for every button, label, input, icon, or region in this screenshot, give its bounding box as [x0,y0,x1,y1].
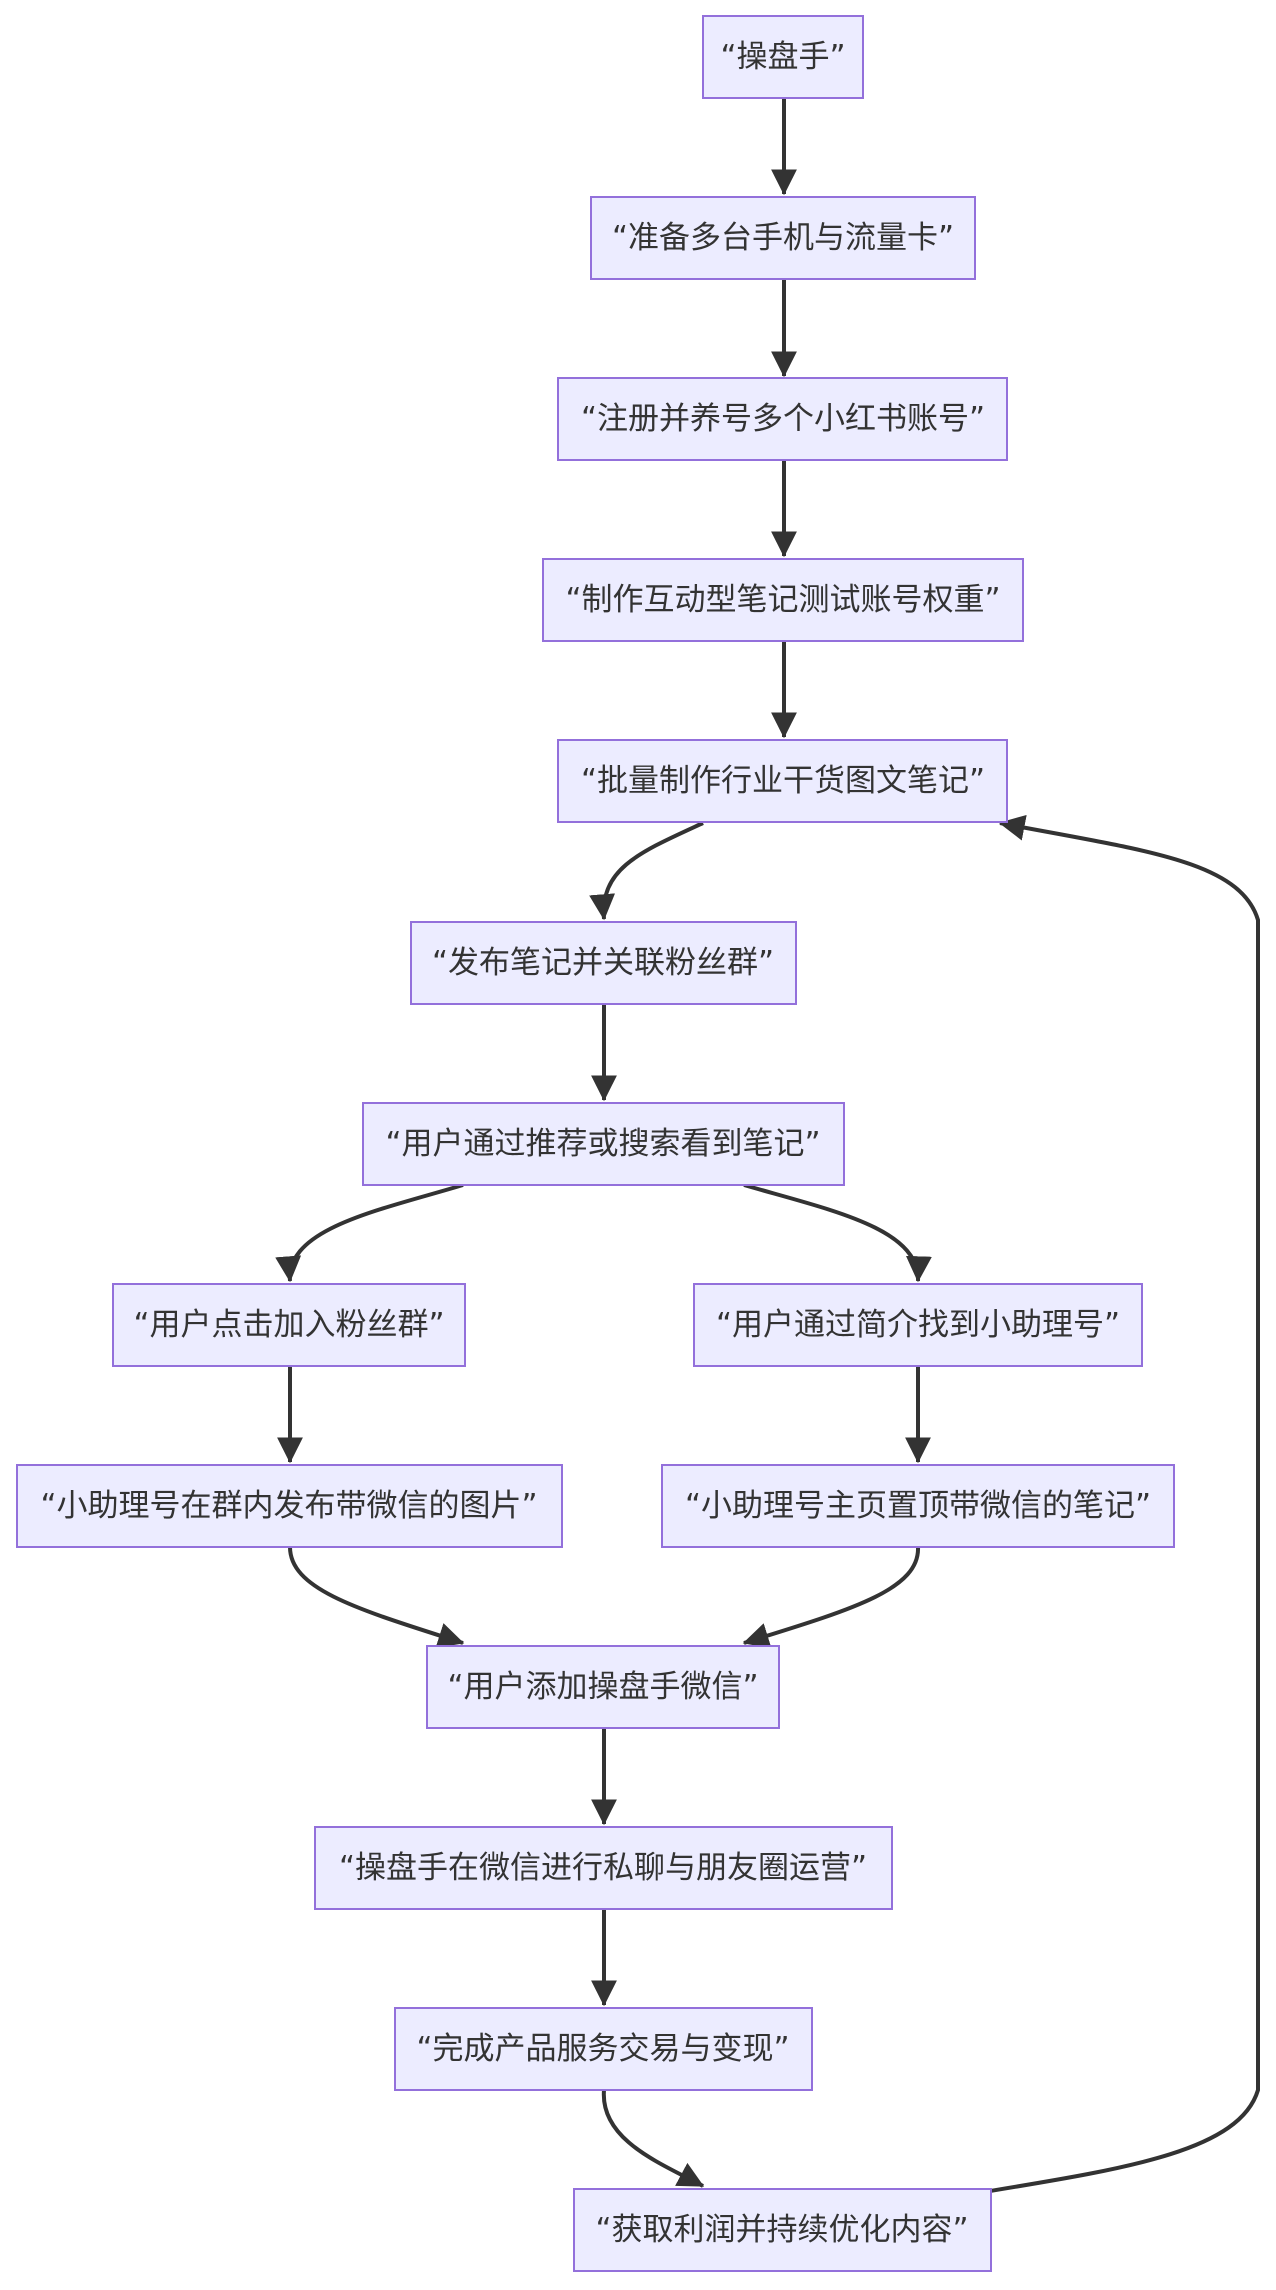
node-label: “小助理号在群内发布带微信的图片” [40,1488,537,1524]
node-n11: “小助理号主页置顶带微信的笔记” [661,1464,1175,1548]
node-label: “制作互动型笔记测试账号权重” [565,582,1000,618]
node-n15: “获取利润并持续优化内容” [573,2188,992,2272]
node-n4: “制作互动型笔记测试账号权重” [542,558,1024,642]
node-label: “用户点击加入粉丝群” [133,1307,444,1343]
edge-n11-n12 [742,1546,921,1649]
node-label: “获取利润并持续优化内容” [595,2212,968,2248]
edge-n5-n6 [589,821,704,921]
node-n13: “操盘手在微信进行私聊与朋友圈运营” [314,1826,893,1910]
node-label: “操盘手在微信进行私聊与朋友圈运营” [339,1850,867,1886]
node-label: “准备多台手机与流量卡” [612,220,954,256]
node-n14: “完成产品服务交易与变现” [394,2007,813,2091]
node-label: “用户添加操盘手微信” [447,1669,758,1705]
edge-n15-n5 [989,814,1260,2193]
node-label: “操盘手” [720,39,845,75]
node-n12: “用户添加操盘手微信” [426,1645,780,1729]
node-n9: “用户通过简介找到小助理号” [693,1283,1143,1367]
node-label: “用户通过简介找到小助理号” [716,1307,1120,1343]
node-n8: “用户点击加入粉丝群” [112,1283,466,1367]
edges-layer [275,98,1260,2193]
node-n3: “注册并养号多个小红书账号” [557,377,1008,461]
node-label: “用户通过推荐或搜索看到笔记” [385,1126,820,1162]
edge-n10-n12 [288,1546,465,1648]
node-label: “发布笔记并关联粉丝群” [432,945,774,981]
node-label: “注册并养号多个小红书账号” [581,401,985,437]
edge-n7-n9 [743,1183,932,1283]
node-n5: “批量制作行业干货图文笔记” [557,739,1008,823]
node-label: “小助理号主页置顶带微信的笔记” [685,1488,1151,1524]
edge-n14-n15 [601,2089,705,2188]
node-n2: “准备多台手机与流量卡” [590,196,976,280]
edge-n7-n8 [275,1183,464,1283]
nodes-layer: “操盘手” “准备多台手机与流量卡” “注册并养号多个小红书账号” “制作互动型… [16,15,1175,2272]
node-label: “完成产品服务交易与变现” [416,2031,789,2067]
node-n1: “操盘手” [702,15,864,99]
node-n6: “发布笔记并关联粉丝群” [410,921,797,1005]
node-n7: “用户通过推荐或搜索看到笔记” [362,1102,845,1186]
node-label: “批量制作行业干货图文笔记” [581,763,985,799]
node-n10: “小助理号在群内发布带微信的图片” [16,1464,563,1548]
